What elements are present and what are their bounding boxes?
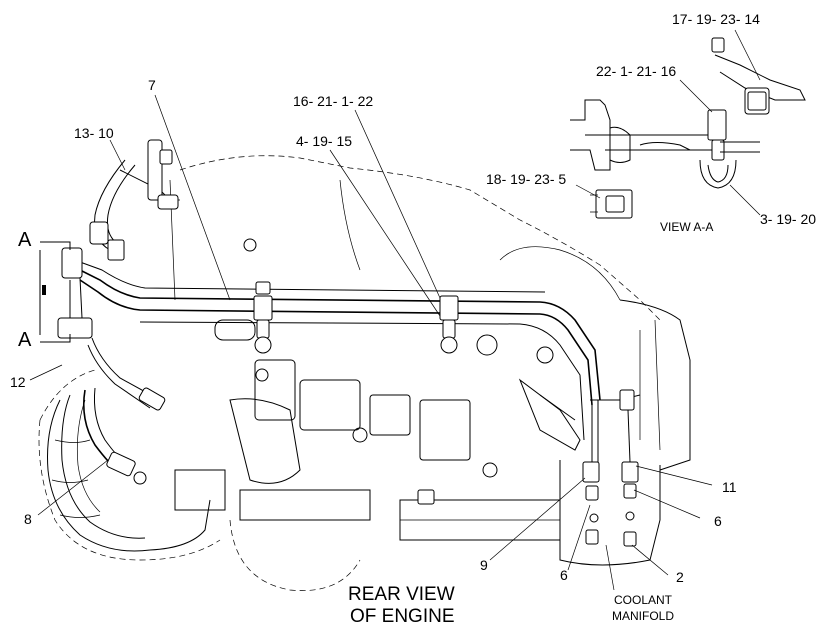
- main-tube-bundle: [79, 261, 641, 441]
- caption-rear-view-line1: REAR VIEW: [348, 584, 455, 605]
- callout-18-19-23-5: 18- 19- 23- 5: [486, 171, 566, 187]
- callout-4-19-15: 4- 19- 15: [296, 133, 352, 149]
- left-elbow-assembly: [57, 221, 166, 411]
- callout-17-19-23-14: 17- 19- 23- 14: [672, 11, 760, 27]
- view-aa-inset: [570, 37, 806, 219]
- callout-8: 8: [24, 511, 32, 527]
- callout-7: 7: [148, 77, 156, 93]
- section-letter-a-top: A: [18, 229, 32, 251]
- engine-block-outline: [38, 155, 661, 591]
- caption-coolant-line1: COOLANT: [614, 593, 673, 607]
- coolant-manifold: [559, 299, 691, 566]
- callout-11: 11: [722, 479, 737, 495]
- fitting-stack-right: [253, 281, 459, 354]
- callout-9: 9: [480, 557, 488, 573]
- callout-16-21-1-22: 16- 21- 1- 22: [293, 93, 373, 109]
- caption-view-aa: VIEW A-A: [660, 220, 713, 234]
- callout-13-10: 13- 10: [74, 125, 114, 141]
- hose-8: [82, 387, 147, 485]
- section-letter-a-bottom: A: [18, 329, 32, 351]
- callout-2: 2: [676, 569, 684, 585]
- section-letters: A A: [18, 229, 32, 351]
- callout-22-1-21-16: 22- 1- 21- 16: [596, 63, 676, 79]
- captions: VIEW A-A REAR VIEW OF ENGINE COOLANT MAN…: [348, 220, 713, 627]
- callout-6-lower: 6: [560, 567, 568, 583]
- callout-3-19-20: 3- 19- 20: [760, 211, 816, 227]
- engine-internals: [174, 238, 581, 541]
- section-marker-aa: [39, 241, 71, 343]
- caption-rear-view-line2: OF ENGINE: [350, 606, 455, 627]
- turbocharger-housing: [47, 394, 211, 552]
- callout-6-upper: 6: [714, 513, 722, 529]
- leader-lines: [29, 29, 761, 591]
- caption-coolant-line2: MANIFOLD: [612, 609, 674, 623]
- callout-labels: 17- 19- 23- 14 22- 1- 21- 16 7 16- 21- 1…: [10, 11, 816, 585]
- callout-12: 12: [10, 374, 26, 390]
